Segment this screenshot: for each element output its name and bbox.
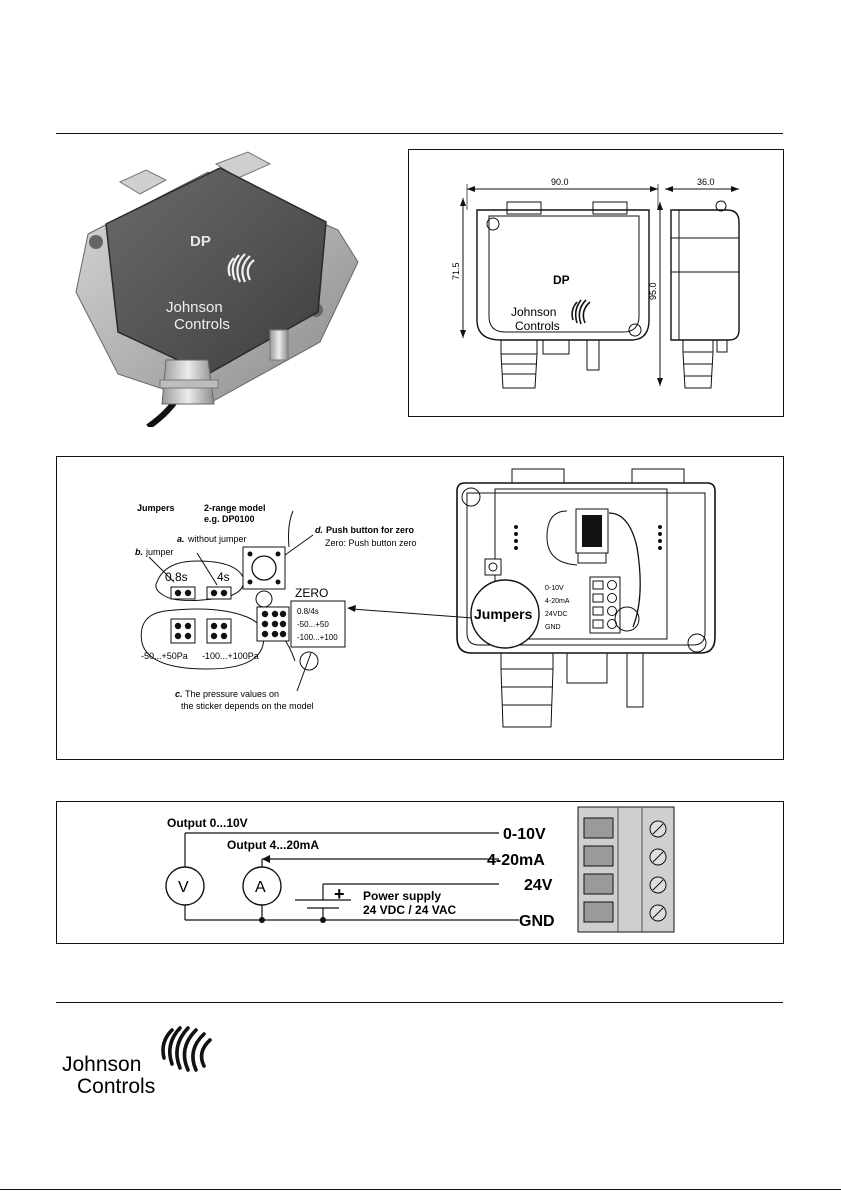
photo-brand-line1: Johnson: [166, 299, 223, 316]
footer-logo-mark: [161, 1026, 212, 1072]
page-bottom-edge: [0, 1189, 841, 1190]
drawing-device-label: DP: [553, 273, 570, 287]
jumpers-bubble-label: Jumpers: [474, 606, 533, 622]
note-d-text: Push button for zero: [326, 525, 414, 535]
zero-note: Zero: Push button zero: [325, 538, 417, 548]
jumpers-title: Jumpers: [137, 503, 175, 513]
drawing-brand-line2: Controls: [515, 319, 560, 333]
dim-depth: 36.0: [697, 177, 715, 187]
time-label-b: 4s: [217, 570, 230, 584]
sticker-line-3: -100...+100: [297, 633, 338, 642]
dim-height-front: 71.5: [451, 262, 461, 280]
power-supply-line2: 24 VDC / 24 VAC: [363, 903, 456, 917]
zero-label: ZERO: [295, 586, 328, 600]
footer-rule: [56, 1002, 783, 1003]
dimension-drawing-panel: 90.0 36.0 71.5 95.0 DP Johnson Controls: [408, 149, 784, 417]
dim-height-side: 95.0: [648, 282, 658, 300]
wiring-diagram: V A Output 0...10V Output 4...20mA + Pow…: [165, 806, 675, 933]
product-photo: DP Johnson Controls: [75, 151, 359, 427]
jumper-header-range-b: [206, 618, 232, 644]
terminal-block: [577, 806, 675, 933]
voltmeter-symbol: [165, 866, 205, 906]
terminal-label-4: GND: [519, 913, 555, 930]
jumper-header-4s: [206, 586, 232, 600]
output-voltage-label: Output 0...10V: [167, 816, 248, 830]
drawing-logo-mark: [571, 299, 591, 325]
terminal-label-3: 24V: [524, 877, 553, 894]
photo-logo-mark: [227, 253, 255, 283]
note-b-prefix: b.: [135, 547, 143, 557]
jumpers-panel: Jumpers 2-range model e.g. DP0100 a. wit…: [56, 456, 784, 760]
sticker-line-1: 0.8/4s: [297, 607, 319, 616]
board-terminal-3: 24VDC: [545, 611, 568, 618]
output-current-label: Output 4...20mA: [227, 838, 319, 852]
footer-logo: Johnson Controls: [62, 1026, 212, 1098]
jumpers-diagram: Jumpers 2-range model e.g. DP0100 a. wit…: [135, 468, 716, 728]
range-label-b: -100...+100Pa: [202, 651, 259, 661]
range-label-a: -50...+50Pa: [141, 651, 188, 661]
board-terminal-1: 0-10V: [545, 585, 564, 592]
time-label-a: 0,8s: [165, 570, 188, 584]
jumper-header-08s: [170, 586, 196, 600]
sticker-line-2: -50...+50: [297, 620, 329, 629]
ammeter-label: A: [255, 879, 266, 896]
header-rule: [56, 133, 783, 134]
sticker-box: [290, 600, 346, 648]
voltmeter-label: V: [178, 879, 189, 896]
note-a-text: without jumper: [187, 534, 247, 544]
drawing-brand-line1: Johnson: [511, 305, 556, 319]
wiring-panel: V A Output 0...10V Output 4...20mA + Pow…: [56, 801, 784, 944]
footer-brand-line1: Johnson: [62, 1053, 141, 1076]
terminal-label-2: 4-20mA: [487, 852, 545, 869]
board-terminal-2: 4-20mA: [545, 598, 570, 605]
note-c-line2: the sticker depends on the model: [181, 701, 314, 711]
jumper-header-range-a: [170, 618, 196, 644]
photo-brand-line2: Controls: [174, 316, 230, 333]
jumpers-bubble: [470, 579, 540, 649]
footer-brand-line2: Controls: [77, 1075, 155, 1098]
dim-width: 90.0: [551, 177, 569, 187]
board-terminal-4: GND: [545, 624, 561, 631]
terminal-label-1: 0-10V: [503, 826, 546, 843]
note-a-prefix: a.: [177, 534, 185, 544]
power-supply-line1: Power supply: [363, 889, 441, 903]
dimension-drawing: 90.0 36.0 71.5 95.0 DP Johnson Controls: [451, 177, 740, 389]
model-title-line1: 2-range model: [204, 503, 266, 513]
note-c-line1: The pressure values on: [185, 689, 279, 699]
ammeter-symbol: [242, 866, 282, 906]
plus-symbol: +: [334, 884, 345, 904]
photo-device-label: DP: [190, 233, 211, 250]
note-d-prefix: d.: [315, 525, 323, 535]
note-b-text: jumper: [145, 547, 174, 557]
note-c-prefix: c.: [175, 689, 183, 699]
model-title-line2: e.g. DP0100: [204, 514, 255, 524]
zero-push-button: [251, 555, 277, 581]
